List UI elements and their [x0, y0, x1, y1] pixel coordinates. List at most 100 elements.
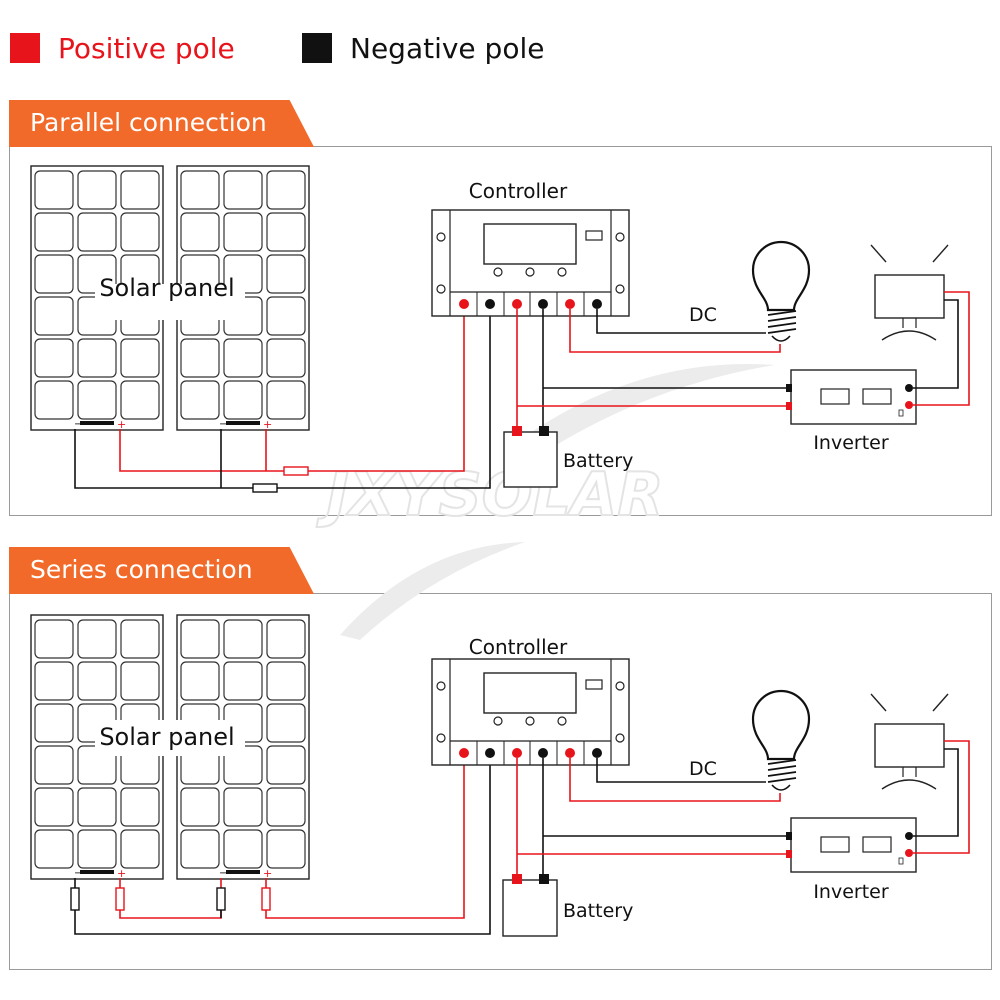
- fuse-negative: [252, 483, 278, 493]
- solar-cell: [266, 212, 306, 252]
- solar-cell: [223, 212, 263, 252]
- solar-cell: [266, 380, 306, 420]
- solar-cell: [266, 703, 306, 743]
- dc-label: DC: [689, 758, 717, 780]
- battery-positive-terminal: [512, 874, 522, 884]
- solar-panel-label: Solar panel: [99, 723, 234, 751]
- solar-cell: [223, 170, 263, 210]
- panel-1-plus: +: [117, 867, 126, 880]
- parallel-section-tab: Parallel connection: [9, 100, 314, 147]
- series-section-frame: [9, 593, 992, 970]
- solar-cell: [120, 619, 160, 659]
- solar-cell: [77, 170, 117, 210]
- solar-cell: [34, 703, 74, 743]
- panel-2-plus: +: [263, 867, 272, 880]
- controller-terminal-battery-positive: [512, 299, 522, 309]
- solar-cell: [180, 661, 220, 701]
- controller-terminal-pv-positive: [459, 299, 469, 309]
- panel-2-minus: −: [219, 419, 227, 430]
- controller-button-3: [557, 716, 567, 726]
- solar-cell: [77, 619, 117, 659]
- solar-cell: [223, 380, 263, 420]
- battery-label: Battery: [563, 450, 633, 472]
- inverter-ac-positive: [905, 401, 913, 409]
- controller-display: [483, 223, 577, 265]
- solar-cell: [120, 829, 160, 869]
- tv-icon: [870, 693, 949, 790]
- solar-cell: [266, 829, 306, 869]
- solar-cell: [223, 661, 263, 701]
- fuse-panel-1-positive: [115, 887, 125, 911]
- solar-cell: [266, 787, 306, 827]
- solar-cell: [34, 745, 74, 785]
- solar-cell: [180, 829, 220, 869]
- controller-terminal-load-positive: [565, 748, 575, 758]
- inverter-ac-negative: [905, 384, 913, 392]
- solar-panel-label: Solar panel: [99, 274, 234, 302]
- panel-1-minus: −: [74, 419, 82, 430]
- parallel-section-title: Parallel connection: [30, 108, 267, 137]
- controller-terminal-battery-negative: [538, 748, 548, 758]
- panel-1-plus: +: [117, 418, 126, 431]
- solar-cell: [120, 212, 160, 252]
- controller-terminal-pv-positive: [459, 748, 469, 758]
- controller-terminal-battery-positive: [512, 748, 522, 758]
- solar-cell: [77, 212, 117, 252]
- solar-cell: [266, 619, 306, 659]
- solar-cell: [223, 619, 263, 659]
- solar-cell: [34, 338, 74, 378]
- dc-lamp-icon: [751, 240, 811, 342]
- solar-cell: [77, 787, 117, 827]
- legend-negative: Negative pole: [302, 28, 544, 68]
- solar-cell: [180, 787, 220, 827]
- controller-display: [483, 672, 577, 714]
- solar-cell: [120, 787, 160, 827]
- solar-cell: [34, 296, 74, 336]
- controller-terminal-load-positive: [565, 299, 575, 309]
- fuse-panel-2-negative: [216, 887, 226, 911]
- solar-cell: [34, 380, 74, 420]
- solar-cell: [223, 787, 263, 827]
- solar-cell: [34, 170, 74, 210]
- solar-cell: [266, 254, 306, 294]
- fuse-panel-2-positive: [261, 887, 271, 911]
- parallel-section-frame: [9, 146, 992, 516]
- solar-cell: [120, 380, 160, 420]
- inverter-ac-positive: [905, 849, 913, 857]
- series-section-title: Series connection: [30, 555, 253, 584]
- controller-terminal-load-negative: [592, 748, 602, 758]
- parallel-diagram: Solar panel − + − +: [30, 165, 970, 493]
- dc-lamp-icon: [751, 689, 811, 791]
- negative-swatch: [302, 33, 332, 63]
- controller-terminal-battery-negative: [538, 299, 548, 309]
- battery: Battery: [503, 426, 633, 488]
- solar-cell: [120, 338, 160, 378]
- inverter-label: Inverter: [813, 432, 889, 454]
- legend-positive: Positive pole: [10, 28, 235, 68]
- solar-cell: [180, 170, 220, 210]
- battery: Battery: [502, 874, 633, 937]
- series-section-tab: Series connection: [9, 547, 314, 594]
- solar-cell: [223, 338, 263, 378]
- battery-label: Battery: [563, 900, 633, 922]
- solar-cell: [180, 619, 220, 659]
- controller-button-2: [525, 267, 535, 277]
- solar-cell: [77, 661, 117, 701]
- controller-button-2: [525, 716, 535, 726]
- controller-button-1: [493, 716, 503, 726]
- solar-cell: [223, 829, 263, 869]
- controller-terminal-load-negative: [592, 299, 602, 309]
- controller: Controller: [431, 179, 630, 317]
- solar-cell: [266, 661, 306, 701]
- solar-cell: [180, 380, 220, 420]
- solar-cell: [34, 619, 74, 659]
- solar-cell: [77, 380, 117, 420]
- solar-cell: [34, 829, 74, 869]
- solar-cell: [77, 338, 117, 378]
- solar-cell: [180, 338, 220, 378]
- controller-label: Controller: [469, 635, 568, 659]
- series-diagram: Solar panel − + − +: [30, 614, 970, 937]
- positive-pole-label: Positive pole: [58, 31, 235, 65]
- inverter: Inverter: [786, 369, 917, 454]
- solar-cell: [266, 296, 306, 336]
